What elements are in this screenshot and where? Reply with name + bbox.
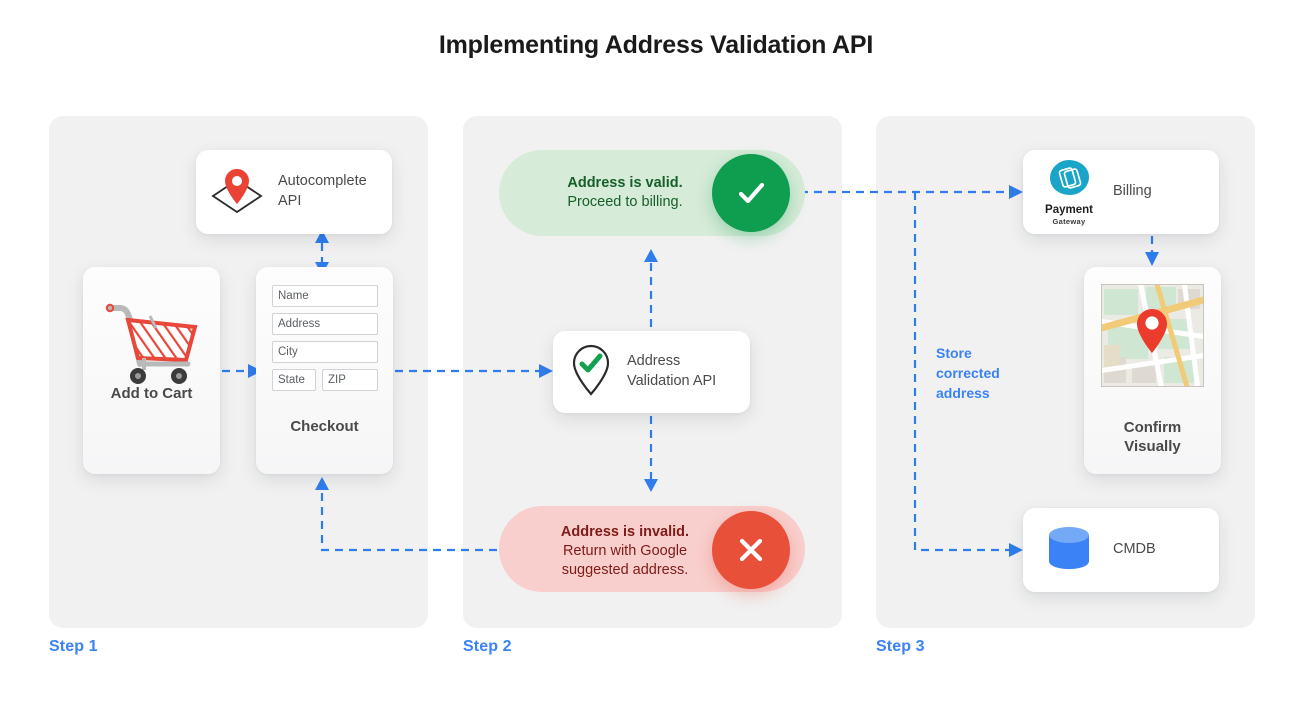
add-to-cart-label: Add to Cart <box>110 385 193 402</box>
address-valid-text: Address is valid. Proceed to billing. <box>567 175 683 211</box>
city-field[interactable]: City <box>272 341 378 363</box>
payment-logo-line2: Gateway <box>1052 216 1086 226</box>
map-pin-diamond-icon <box>210 166 264 219</box>
payment-gateway-logo-icon: Payment Gateway <box>1035 158 1103 226</box>
billing-label: Billing <box>1113 183 1152 200</box>
cmdb-label: CMDB <box>1113 541 1156 558</box>
confirm-visually-card[interactable]: Confirm Visually <box>1084 267 1221 474</box>
close-icon <box>739 538 763 562</box>
add-to-cart-card[interactable]: Add to Cart <box>83 267 220 474</box>
autocomplete-api-card[interactable]: Autocomplete API <box>196 150 392 234</box>
step-3-label: Step 3 <box>876 638 925 655</box>
shopping-cart-icon <box>83 281 220 406</box>
address-validation-api-label: Address Validation API <box>627 353 717 389</box>
map-thumbnail-icon <box>1101 284 1204 387</box>
store-corrected-address-note: Store corrected address <box>936 345 1000 401</box>
check-icon <box>738 182 765 204</box>
autocomplete-api-label: Autocomplete API <box>278 173 367 209</box>
address-invalid-text: Address is invalid. Return with Google s… <box>560 524 690 579</box>
map-pin-check-icon <box>567 342 615 403</box>
checkout-card[interactable]: Name Address City State ZIP Checkout <box>256 267 393 474</box>
invalid-close-badge <box>712 511 790 589</box>
payment-logo-line1: Payment <box>1045 204 1093 217</box>
page-title: Implementing Address Validation API <box>438 31 874 59</box>
database-cylinder-icon <box>1043 522 1095 579</box>
billing-card[interactable]: Payment Gateway Billing <box>1023 150 1219 234</box>
name-field[interactable]: Name <box>272 285 378 307</box>
valid-check-badge <box>712 154 790 232</box>
state-field[interactable]: State <box>272 369 316 391</box>
address-validation-api-card[interactable]: Address Validation API <box>553 331 750 413</box>
checkout-label: Checkout <box>290 418 359 435</box>
step-2-label: Step 2 <box>463 638 512 655</box>
checkout-form: Name Address City State ZIP <box>272 285 378 391</box>
zip-field[interactable]: ZIP <box>322 369 378 391</box>
step-1-label: Step 1 <box>49 638 98 655</box>
confirm-visually-label: Confirm Visually <box>1123 419 1182 455</box>
cmdb-card[interactable]: CMDB <box>1023 508 1219 592</box>
state-zip-row: State ZIP <box>272 369 378 391</box>
address-field[interactable]: Address <box>272 313 378 335</box>
